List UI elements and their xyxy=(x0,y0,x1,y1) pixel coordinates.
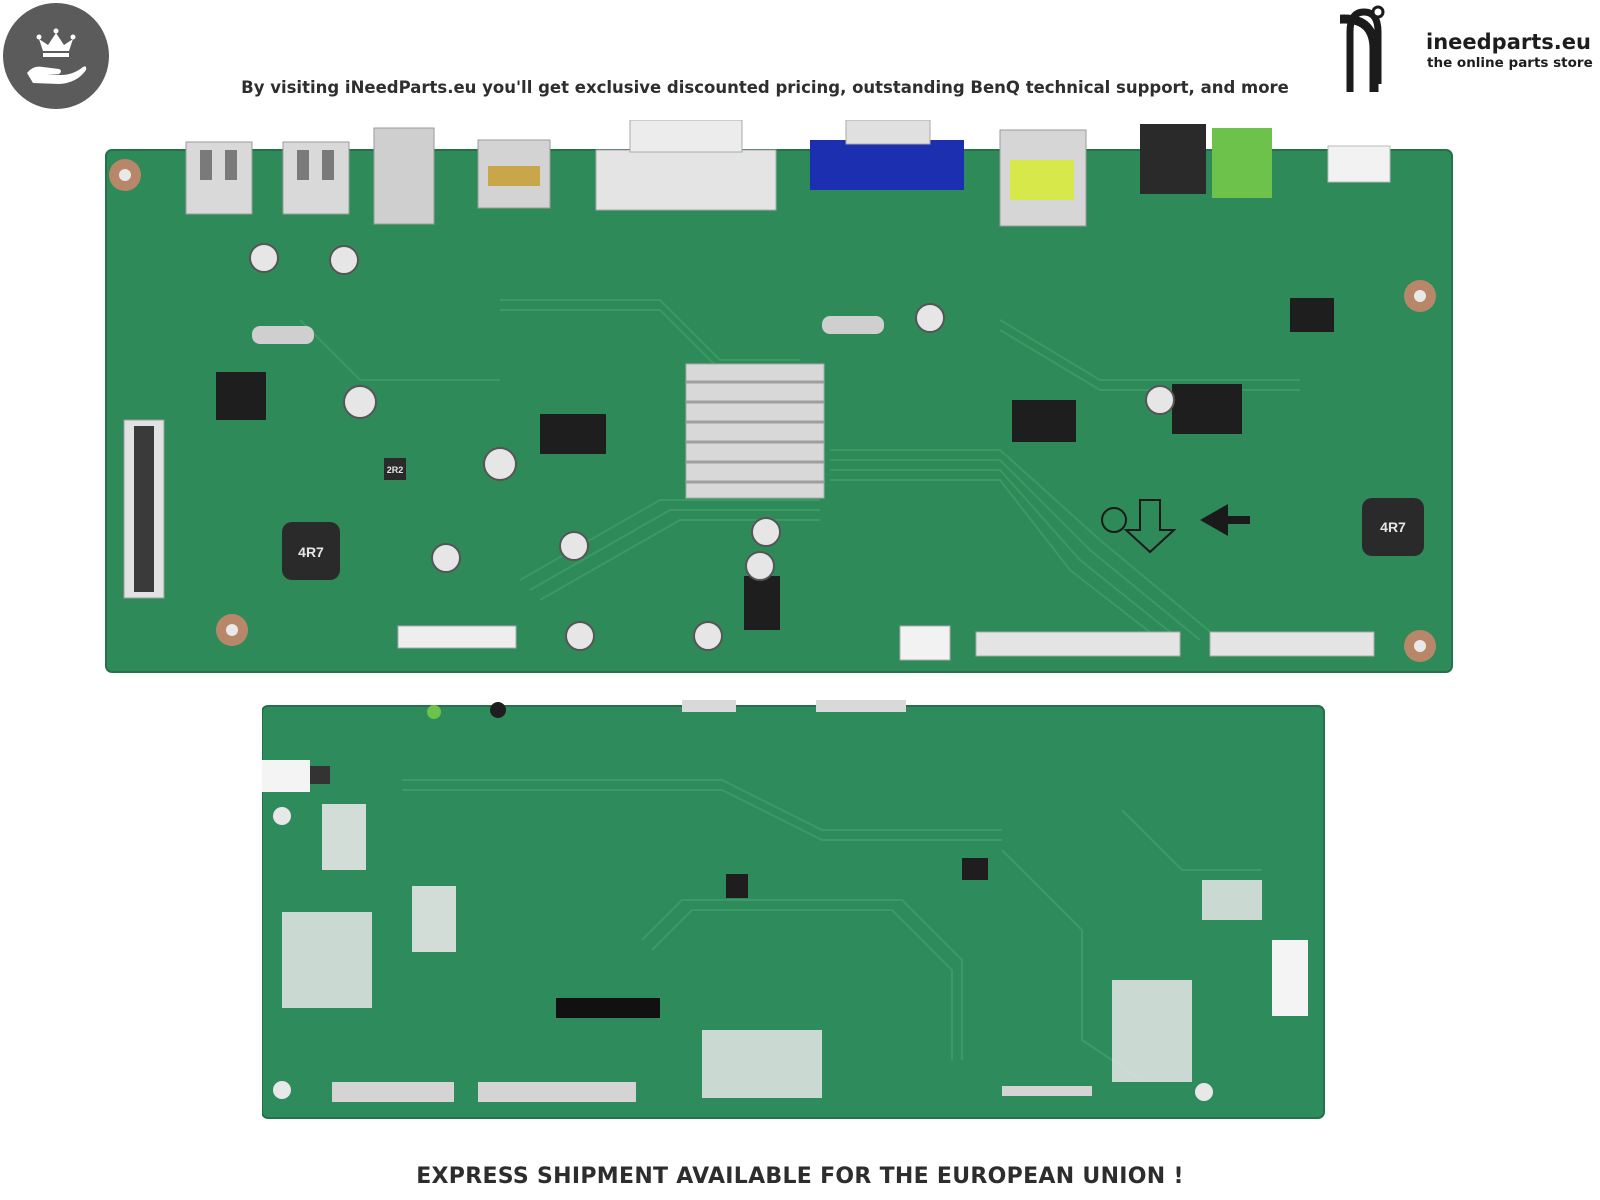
pcb-front-photo: 4R7 4R7 2R2 xyxy=(100,119,1490,695)
crown-hand-badge-icon xyxy=(3,3,109,109)
brand-name: ineedparts.eu xyxy=(1426,30,1591,54)
footer-shipping-text: EXPRESS SHIPMENT AVAILABLE FOR THE EUROP… xyxy=(416,1164,1184,1189)
inductor-label-right: 4R7 xyxy=(1380,519,1406,535)
inductor-label-left: 4R7 xyxy=(298,544,324,560)
pcb-back-photo xyxy=(261,700,1332,1150)
tagline-text: By visiting iNeedParts.eu you'll get exc… xyxy=(241,78,1289,97)
inductor-label-small: 2R2 xyxy=(387,465,404,475)
brand-subtitle: the online parts store xyxy=(1427,55,1593,71)
ineedparts-logo[interactable] xyxy=(1340,4,1600,104)
